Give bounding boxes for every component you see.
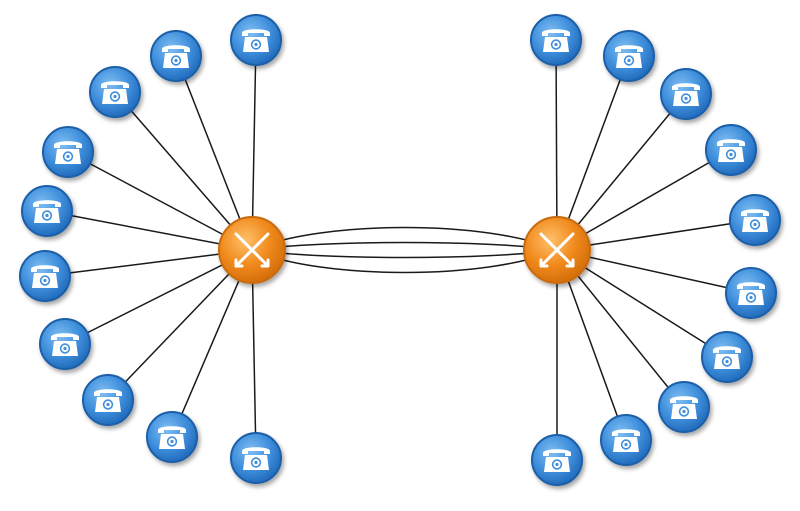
telephone-icon: [658, 381, 710, 433]
links-layer: [44, 39, 756, 460]
telephone-icon: [603, 30, 655, 82]
telephone-icon: [600, 414, 652, 466]
switches-layer: [218, 216, 591, 284]
crossed-x-switch-icon: [218, 216, 286, 284]
phone-link-line: [107, 249, 253, 401]
phone-link-line: [46, 210, 253, 251]
trunk-line: [251, 241, 558, 251]
telephone-icon: [89, 66, 141, 118]
telephone-icon: [705, 124, 757, 176]
trunk-line: [251, 249, 558, 274]
telephone-icon: [725, 267, 777, 319]
telephone-icon: [531, 434, 583, 486]
phone-link-line: [64, 249, 253, 345]
telephone-icon: [530, 14, 582, 66]
phone-link-line: [555, 39, 558, 251]
telephone-icon: [146, 411, 198, 463]
telephone-icon: [230, 432, 282, 484]
phone-link-line: [251, 249, 257, 459]
telephone-icon: [39, 318, 91, 370]
phone-link-line: [114, 91, 253, 251]
telephone-icon: [82, 374, 134, 426]
phone-link-line: [67, 151, 253, 251]
trunk-line: [251, 226, 558, 251]
telephone-icon: [230, 14, 282, 66]
telephone-icon: [150, 30, 202, 82]
telephone-icon: [729, 194, 781, 246]
phone-link-line: [44, 249, 253, 277]
telephone-icon: [19, 250, 71, 302]
telephone-icon: [21, 185, 73, 237]
phones-layer: [19, 14, 781, 486]
trunks-layer: [251, 226, 558, 274]
telephone-icon: [42, 126, 94, 178]
telephone-icon: [660, 68, 712, 120]
phone-link-line: [251, 39, 257, 251]
phone-link-line: [556, 55, 630, 251]
trunk-line: [251, 249, 558, 259]
crossed-x-switch-icon: [523, 216, 591, 284]
telephone-icon: [701, 331, 753, 383]
phone-link-line: [175, 55, 253, 251]
